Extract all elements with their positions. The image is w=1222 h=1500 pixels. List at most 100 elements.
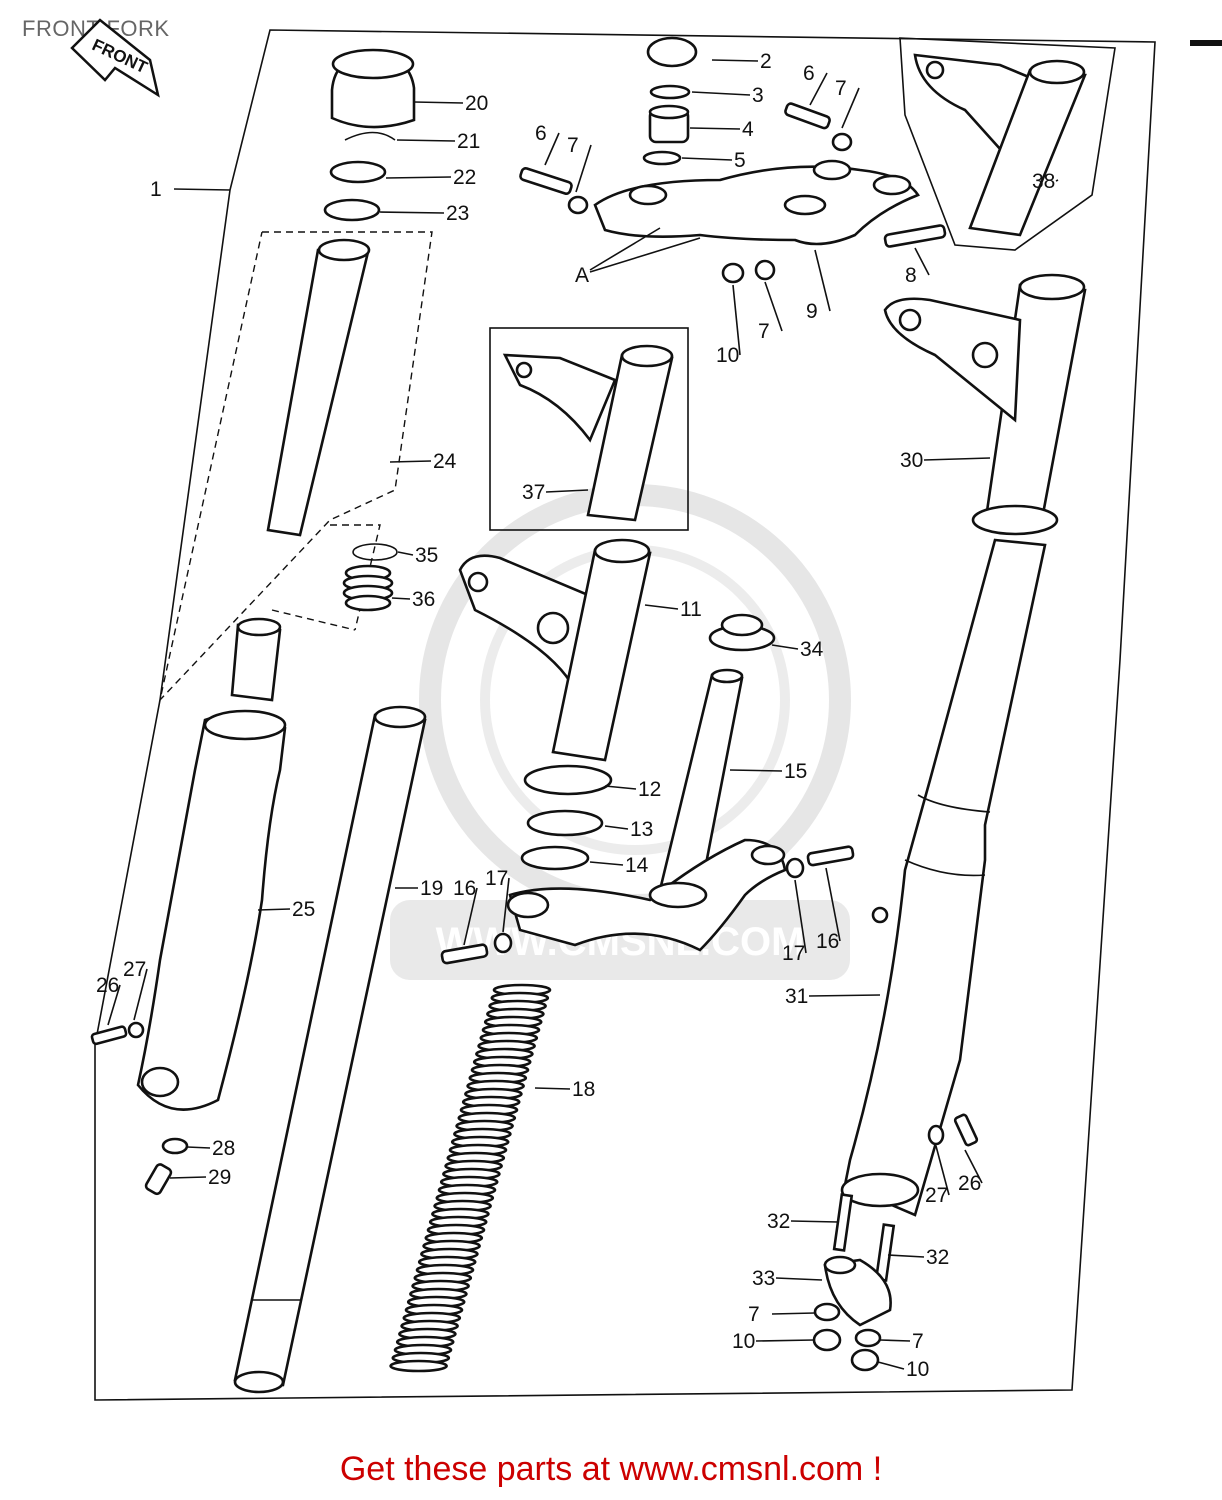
leader-line: [814, 249, 831, 312]
leader-line: [186, 1146, 211, 1149]
headlight-bracket: [458, 538, 652, 762]
washer: [323, 198, 381, 222]
callout-number: 22: [453, 166, 476, 189]
callout-number: 10: [716, 344, 739, 367]
leader-line: [463, 887, 478, 946]
callout-number: 29: [208, 1166, 231, 1189]
headlight-bracket: [502, 344, 674, 522]
leader-line: [534, 1087, 571, 1090]
gasket: [161, 1137, 189, 1155]
callout-number: 23: [446, 202, 469, 225]
leader-line: [808, 994, 881, 997]
callout-number: 3: [752, 84, 764, 107]
leader-line: [732, 284, 741, 356]
washer: [493, 932, 513, 954]
callout-number: 16: [816, 930, 839, 953]
leader-line: [914, 247, 930, 276]
callout-number: 17: [485, 867, 508, 890]
corner-mark: [1190, 40, 1222, 46]
leader-line: [841, 87, 860, 129]
leader-line: [790, 1220, 839, 1223]
leader-line: [691, 91, 751, 96]
callout-number: 26: [958, 1172, 981, 1195]
damper-tube: [266, 238, 371, 537]
clamp-bolt: [806, 845, 855, 867]
reference-letter: A: [575, 264, 589, 287]
callout-number: 30: [900, 449, 923, 472]
callout-number: 36: [412, 588, 435, 611]
callout-number: 16: [453, 877, 476, 900]
callout-number: 10: [906, 1358, 929, 1381]
rebound-spring: [342, 564, 394, 612]
leader-line: [589, 237, 701, 273]
callout-number: 31: [785, 985, 808, 1008]
callout-number: 24: [433, 450, 457, 473]
callout-number: 12: [638, 778, 661, 801]
leader-line: [711, 59, 759, 62]
bearing-race: [523, 764, 613, 796]
leader-line: [794, 879, 807, 954]
leader-line: [107, 984, 121, 1026]
nut: [721, 262, 745, 284]
leader-line: [397, 551, 414, 556]
lock-washer: [831, 132, 853, 152]
parts-link[interactable]: Get these parts at www.cmsnl.com !: [339, 1450, 883, 1488]
callout-number: 33: [752, 1267, 775, 1290]
callout-number: 4: [742, 118, 754, 141]
leader-line: [413, 101, 464, 104]
callout-number: 32: [767, 1210, 790, 1233]
leader-line: [764, 281, 783, 332]
leader-line: [755, 1339, 815, 1342]
fork-spring: [389, 983, 552, 1373]
lock-washer: [854, 1328, 882, 1348]
callout-number: 1: [150, 178, 162, 201]
callout-number: 20: [465, 92, 488, 115]
callout-number: 6: [535, 122, 547, 145]
leader-line: [923, 457, 991, 461]
callout-number: 7: [748, 1303, 760, 1326]
leader-line: [589, 861, 624, 866]
leader-line: [681, 157, 733, 161]
leader-line: [1055, 179, 1059, 182]
clamp-bolt: [784, 102, 831, 130]
callout-number: 18: [572, 1078, 595, 1101]
exploded-parts-diagram: WWW.CMSNL.COM FRONT: [70, 18, 1222, 1401]
steering-stem-cover: [708, 613, 776, 652]
callout-number: 7: [835, 77, 847, 100]
left-inner-tube: [233, 705, 427, 1394]
callout-number: 11: [680, 598, 702, 621]
callout-number: 21: [457, 130, 480, 153]
leader-line: [544, 132, 560, 166]
callout-number: 37: [522, 481, 545, 504]
callout-number: 7: [567, 134, 579, 157]
callout-number: 15: [784, 760, 807, 783]
leader-line: [964, 1149, 983, 1184]
drain-bolt: [90, 1021, 145, 1046]
callout-number: 17: [782, 942, 805, 965]
leader-line: [173, 188, 231, 191]
o-ring: [649, 84, 691, 100]
callout-number: 9: [806, 300, 818, 323]
right-outer-tube: [840, 538, 1047, 1217]
leader-line: [396, 139, 456, 142]
leader-line: [545, 489, 589, 493]
leader-line: [809, 72, 828, 106]
leader-line: [604, 785, 637, 790]
washer: [785, 857, 805, 879]
leader-line: [589, 227, 661, 271]
stem-washer: [642, 150, 682, 166]
leader-line: [391, 597, 411, 600]
callout-number: 10: [732, 1330, 755, 1353]
callout-number: 27: [925, 1184, 948, 1207]
right-inner-tube: [883, 273, 1087, 536]
callout-number: 5: [734, 149, 746, 172]
small-ring: [352, 543, 398, 561]
leader-line: [502, 877, 510, 933]
callout-number: 14: [625, 854, 649, 877]
callout-number: 28: [212, 1137, 235, 1160]
lock-washer: [754, 259, 776, 281]
damper-boundary: [158, 231, 433, 703]
bracket-box-37: [489, 327, 689, 531]
leader-line: [775, 1277, 823, 1281]
